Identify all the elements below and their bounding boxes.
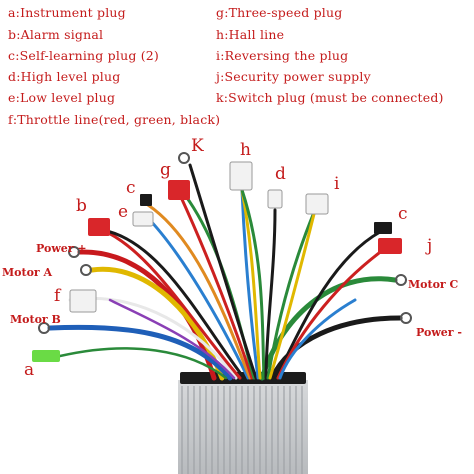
- legend-j: j:Security power supply: [216, 69, 371, 84]
- tag-h: h: [240, 140, 251, 160]
- tag-g: g: [160, 160, 171, 180]
- controller-body: [178, 372, 308, 474]
- legend-e: e:Low level plug: [8, 90, 116, 105]
- label-motor-c: Motor C: [408, 278, 459, 291]
- tag-a: a: [24, 360, 35, 380]
- wire-bundle: [47, 163, 403, 381]
- label-motor-b: Motor B: [10, 313, 61, 326]
- legend-i: i:Reversing the plug: [216, 48, 349, 63]
- legend-h: h:Hall line: [216, 27, 285, 42]
- tag-b: b: [76, 196, 87, 216]
- legend-b: b:Alarm signal: [8, 27, 104, 42]
- legend-f: f:Throttle line(red, green, black): [8, 112, 221, 127]
- connectors: [32, 161, 402, 362]
- tag-f: f: [54, 286, 61, 306]
- label-power-minus: Power -: [416, 326, 462, 339]
- tag-i: i: [334, 174, 340, 194]
- legend-a: a:Instrument plug: [8, 5, 126, 20]
- legend-c: c:Self-learning plug (2): [8, 48, 160, 63]
- legend-k: k:Switch plug (must be connected): [216, 90, 444, 105]
- tag-c-top: c: [126, 178, 136, 198]
- label-power-plus: Power +: [36, 242, 87, 255]
- tag-d: d: [275, 164, 286, 184]
- ring-terminals: [38, 152, 412, 334]
- label-motor-a: Motor A: [2, 266, 53, 279]
- tag-e: e: [118, 202, 129, 222]
- tag-k: K: [191, 136, 204, 156]
- tag-j: j: [427, 236, 433, 256]
- legend-d: d:High level plug: [8, 69, 121, 84]
- tag-c-right: c: [398, 204, 408, 224]
- legend-g: g:Three-speed plug: [216, 5, 343, 20]
